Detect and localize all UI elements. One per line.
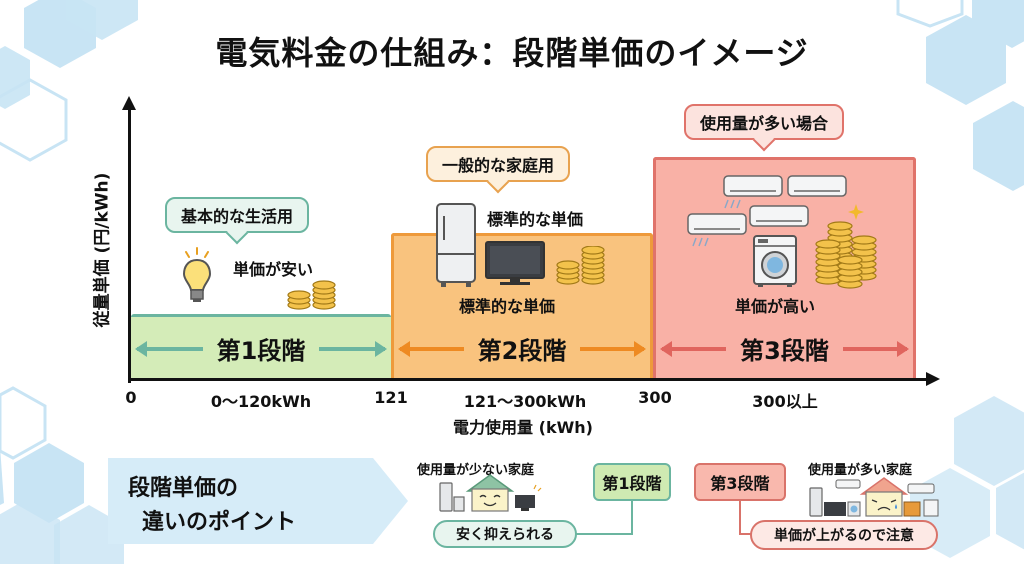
points-banner: 段階単価の 違いのポイント [108, 458, 408, 544]
hexagon-decoration [0, 446, 4, 505]
page-title: 電気料金の仕組み：段階単価のイメージ [215, 34, 809, 72]
x-tick-label: 121〜300kWh [463, 392, 587, 411]
hexagon-decoration [0, 500, 60, 564]
low-usage-result: 安く抑えられる [433, 520, 577, 548]
happy-house-icon [439, 474, 542, 512]
banner-title-line1: 段階単価の [128, 476, 239, 501]
low-usage-title: 使用量が少ない家庭 [417, 463, 535, 478]
banner-title-line2: 違いのポイント [142, 510, 297, 535]
coins-icon [556, 246, 605, 285]
washing-machine-icon [753, 235, 797, 287]
x-tick-label: 0〜120kWh [210, 392, 312, 411]
left-arrow-icon [398, 340, 464, 357]
hexagon-decoration [972, 0, 1024, 48]
coins-icon [287, 280, 336, 310]
high-usage-title: 使用量が多い家庭 [808, 463, 913, 478]
tier-3-note: 単価が高い [735, 297, 816, 316]
right-arrow-icon [319, 340, 387, 357]
left-arrow-icon [135, 340, 203, 357]
hexagon-decoration [973, 101, 1024, 191]
y-axis-label-container: 従量単価 (円/kWh) [70, 150, 130, 350]
y-axis-arrow-icon [122, 96, 136, 110]
banner-arrow-shape [108, 458, 408, 544]
x-tick-label: 300 [638, 388, 672, 407]
x-tick-label: 0 [125, 388, 137, 407]
hexagon-decoration [996, 472, 1024, 550]
tier-1-callout: 基本的な生活用 [165, 197, 310, 233]
refrigerator-icon [436, 203, 476, 287]
x-axis-label: 電力使用量 (kWh) [453, 418, 593, 437]
y-axis-label: 従量単価 (円/kWh) [92, 172, 113, 328]
high-usage-result: 単価が上がるので注意 [750, 520, 938, 550]
worried-house-icon [809, 477, 939, 517]
left-arrow-icon [659, 340, 727, 357]
tier-1-label-row: 第1段階 [131, 331, 391, 366]
stage-3-box: 第3段階 [694, 463, 786, 501]
right-arrow-icon [842, 340, 910, 357]
tier-2-label-row: 第2段階 [394, 331, 650, 366]
tier-3-label: 第3段階 [740, 337, 829, 365]
low-usage-connector [576, 500, 633, 535]
tier-2-callout: 一般的な家庭用 [426, 146, 571, 182]
tier-1-note: 単価が安い [233, 260, 314, 279]
tier-2-note: 標準的な単価 [459, 297, 556, 316]
tv-icon [485, 241, 545, 285]
stage-1-box: 第1段階 [593, 463, 671, 501]
hexagon-decoration [54, 505, 124, 564]
sparkle-icon [848, 204, 864, 220]
x-axis-arrow-icon [926, 372, 940, 386]
hexagon-outline [896, 0, 964, 28]
hexagon-decoration [66, 0, 138, 40]
tier-1-label: 第1段階 [216, 337, 306, 365]
hexagon-outline [0, 78, 68, 162]
coins-stack-icon [815, 204, 877, 289]
air-conditioner-icon [687, 175, 847, 247]
hexagon-decoration [954, 396, 1024, 486]
x-axis [128, 378, 928, 381]
x-tick-label: 121 [374, 388, 408, 407]
tier-2-label: 第2段階 [477, 337, 567, 365]
hexagon-decoration [14, 443, 84, 523]
hexagon-decoration [926, 15, 1006, 105]
tier-1-block: 第1段階 [131, 314, 391, 378]
tier-2-note-top: 標準的な単価 [487, 210, 584, 229]
tier-3-label-row: 第3段階 [656, 331, 913, 366]
y-axis [128, 108, 131, 383]
hexagon-outline [0, 386, 47, 460]
light-bulb-icon [182, 247, 212, 302]
x-tick-label: 300以上 [752, 392, 818, 411]
tier-3-callout: 使用量が多い場合 [684, 104, 845, 140]
right-arrow-icon [580, 340, 646, 357]
